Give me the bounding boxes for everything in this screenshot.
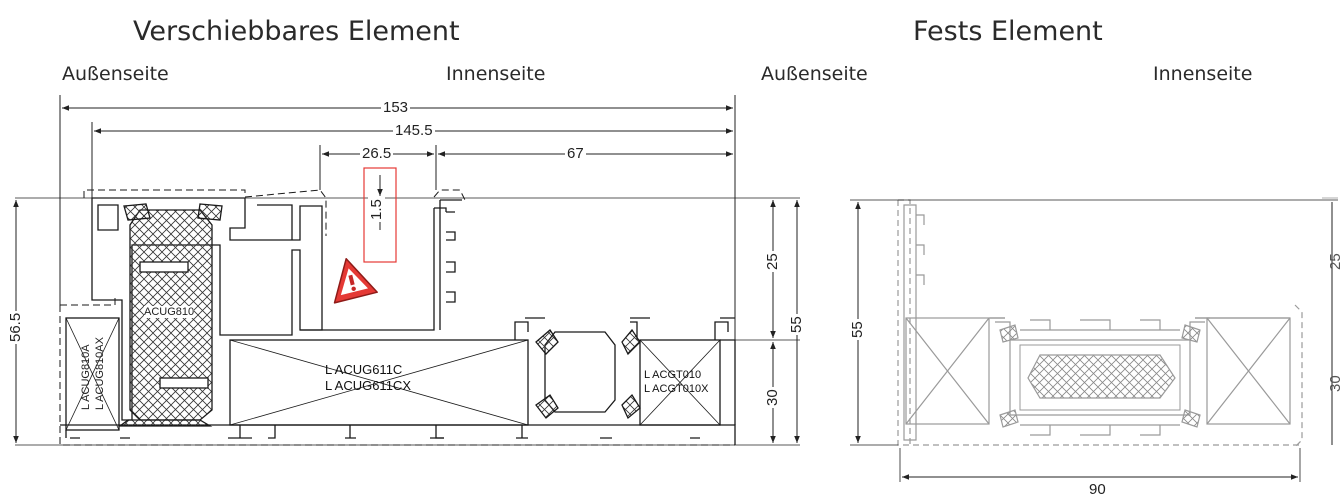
right-dimension-55: 55 [849,319,866,340]
dimension-145-5: 145.5 [393,122,435,139]
label-acug810a: L ACUG810A [80,344,92,410]
dimension-153: 153 [381,99,411,116]
label-acgt010: L ACGT010 [644,369,702,381]
dimension-1-5: 1.5 [368,197,385,222]
fixed-element-title: Fests Element [913,16,1103,47]
label-acgt010x: L ACGT010X [644,383,709,395]
fixed-profile [897,197,1338,447]
label-acug611c: L ACUG611C [325,362,403,377]
left-outside-label: Außenseite [62,63,169,85]
sliding-element-title: Verschiebbares Element [133,16,460,47]
warning-triangle-icon [333,257,378,304]
label-acug810ax: L ACUG810AX [94,337,106,410]
dimension-55: 55 [788,314,805,335]
dimension-30: 30 [764,387,781,408]
tolerance-highlight-box [363,167,397,263]
dimension-26-5: 26.5 [360,145,394,162]
label-acug810: ACUG810 [144,306,195,318]
dimension-25: 25 [764,251,781,272]
label-acug611cx: L ACUG611CX [325,378,411,393]
dimension-67: 67 [565,145,586,162]
right-outside-label: Außenseite [761,63,868,85]
left-inside-label: Innenseite [446,63,546,85]
right-dimension-90: 90 [1087,481,1108,498]
right-dimension-25: 25 [1327,253,1344,270]
dimension-56-5: 56.5 [7,310,24,344]
right-dimension-30: 30 [1327,375,1344,392]
right-dimensions [850,199,1338,482]
right-inside-label: Innenseite [1153,63,1253,85]
